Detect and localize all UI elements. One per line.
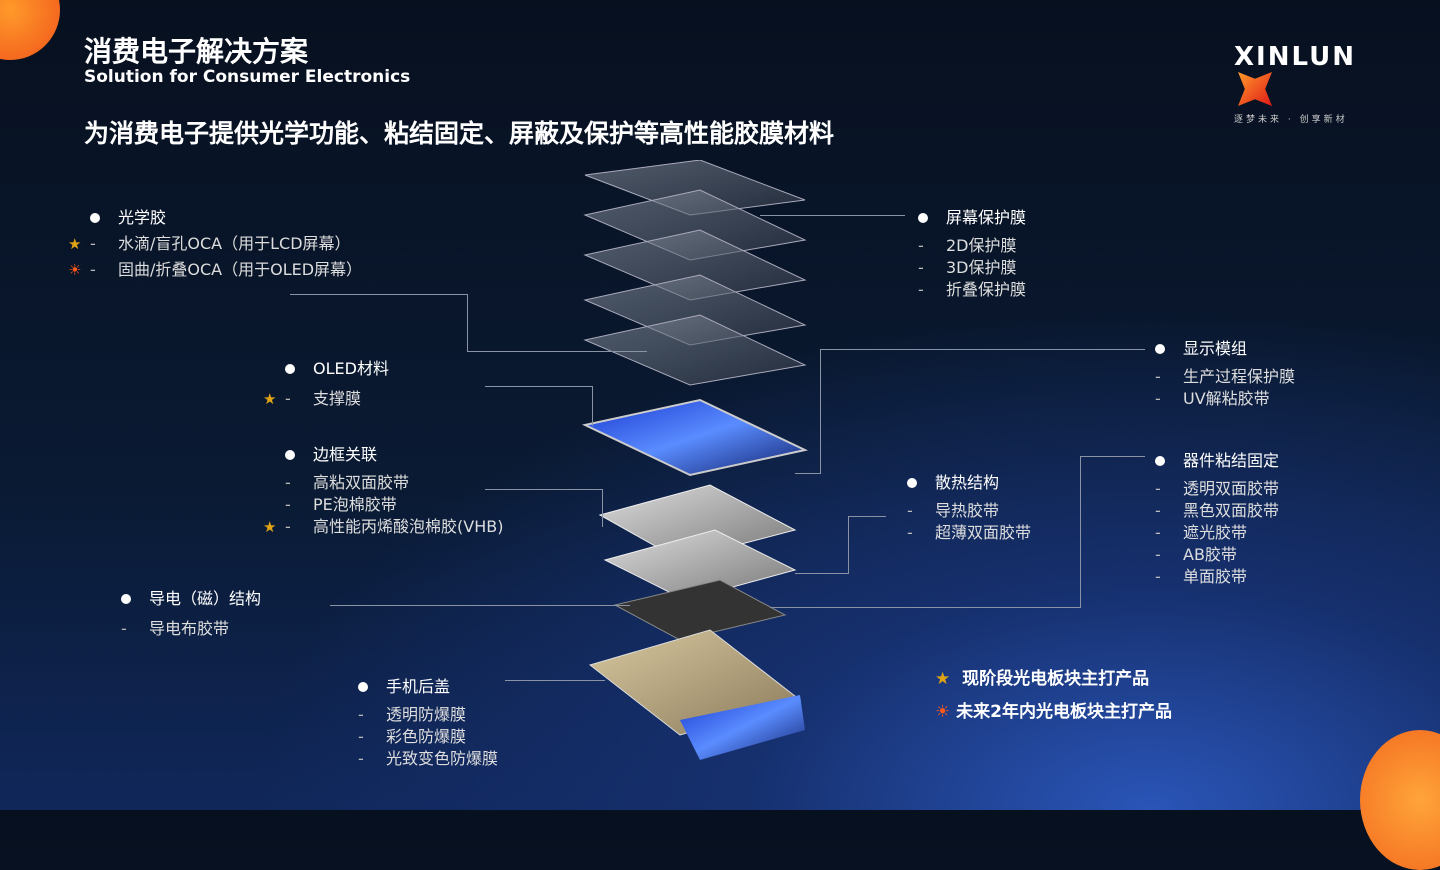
group-title: 屏幕保护膜: [918, 207, 1026, 229]
logo-mark-icon: [1238, 72, 1272, 106]
list-item: UV解粘胶带: [1183, 389, 1270, 408]
group-conductive: 导电（磁）结构 导电布胶带: [121, 588, 261, 640]
corner-decoration: [1360, 730, 1440, 870]
list-item: 折叠保护膜: [946, 280, 1027, 299]
list-item: 单面胶带: [1183, 567, 1248, 586]
film-layers: [583, 160, 807, 386]
page-subtitle: Solution for Consumer Electronics: [84, 67, 411, 87]
list-item: 彩色防爆膜: [386, 727, 467, 746]
list-item: 2D保护膜: [946, 236, 1017, 255]
connector-line: [795, 473, 821, 474]
corner-decoration: [0, 0, 60, 60]
connector-line: [485, 386, 593, 387]
legend-current: ★ 现阶段光电板块主打产品: [935, 664, 1149, 689]
frame-layer: [598, 484, 797, 561]
group-back-cover: 手机后盖 透明防爆膜 彩色防爆膜 光致变色防爆膜: [358, 676, 498, 770]
group-oled-material: OLED材料 ★ 支撑膜: [263, 358, 389, 410]
list-item: 3D保护膜: [946, 258, 1017, 277]
group-display-module: 显示模组 生产过程保护膜 UV解粘胶带: [1155, 338, 1295, 410]
list-item: AB胶带: [1183, 545, 1237, 564]
headline: 为消费电子提供光学功能、粘结固定、屏蔽及保护等高性能胶膜材料: [84, 119, 835, 148]
group-title: 导电（磁）结构: [121, 588, 261, 610]
group-title: 边框关联: [285, 444, 503, 466]
list-item: 透明防爆膜: [386, 705, 467, 724]
group-title: OLED材料: [285, 358, 389, 380]
list-item: 导热胶带: [935, 501, 1000, 520]
board-layer: [613, 579, 787, 641]
group-component-bonding: 器件粘结固定 透明双面胶带 黑色双面胶带 遮光胶带 AB胶带 单面胶带: [1155, 450, 1279, 588]
midframe-layer: [603, 529, 797, 601]
connector-line: [770, 607, 1081, 608]
connector-line: [848, 516, 849, 573]
list-item: 超薄双面胶带: [935, 523, 1032, 542]
list-item: 生产过程保护膜: [1183, 367, 1296, 386]
sun-icon: ☀: [935, 702, 951, 722]
connector-line: [848, 516, 886, 517]
star-icon: ★: [68, 235, 82, 253]
connector-line: [820, 349, 1145, 350]
connector-line: [820, 349, 821, 473]
connector-line: [467, 294, 468, 352]
legend-future: ☀ 未来2年内光电板块主打产品: [935, 697, 1172, 722]
list-item: 高性能丙烯酸泡棉胶(VHB): [313, 517, 504, 536]
connector-line: [505, 680, 605, 681]
list-item: 透明双面胶带: [1183, 479, 1280, 498]
connector-line: [290, 294, 468, 295]
display-panel: [581, 398, 809, 477]
legend-label: 现阶段光电板块主打产品: [962, 669, 1150, 689]
list-item: 高粘双面胶带: [313, 473, 410, 492]
connector-line: [795, 573, 849, 574]
legend-label: 未来2年内光电板块主打产品: [956, 702, 1172, 722]
connector-line: [1080, 456, 1145, 457]
group-optical-adhesive: 光学胶 ★ 水滴/盲孔OCA（用于LCD屏幕） ☀ 固曲/折叠OCA（用于OLED屏…: [68, 207, 363, 281]
phone-exploded-diagram: [581, 160, 809, 760]
list-item: 支撑膜: [313, 389, 362, 408]
list-item: 导电布胶带: [149, 619, 230, 638]
connector-line: [330, 605, 630, 606]
logo: XINLUN 逐梦未来 · 创享新材: [1234, 42, 1384, 125]
connector-line: [467, 351, 647, 352]
sun-icon: ☀: [68, 261, 82, 279]
group-title: 光学胶: [90, 207, 362, 229]
group-title: 手机后盖: [358, 676, 498, 698]
connector-line: [592, 386, 593, 426]
logo-text: XINLUN: [1234, 42, 1356, 72]
backcover-layer: [680, 695, 805, 760]
list-item: 固曲/折叠OCA（用于OLED屏幕）: [118, 260, 363, 279]
group-title: 显示模组: [1155, 338, 1295, 360]
page-title: 消费电子解决方案: [84, 35, 309, 68]
list-item: 水滴/盲孔OCA（用于LCD屏幕）: [118, 234, 351, 253]
star-icon: ★: [935, 669, 951, 689]
group-frame: 边框关联 高粘双面胶带 PE泡棉胶带 ★ 高性能丙烯酸泡棉胶(VHB): [263, 444, 504, 538]
connector-line: [760, 215, 905, 216]
group-screen-protector: 屏幕保护膜 2D保护膜 3D保护膜 折叠保护膜: [918, 207, 1026, 301]
list-item: PE泡棉胶带: [313, 495, 397, 514]
group-heat-dissipation: 散热结构 导热胶带 超薄双面胶带: [907, 472, 1031, 544]
group-title: 散热结构: [907, 472, 1031, 494]
group-title: 器件粘结固定: [1155, 450, 1279, 472]
list-item: 遮光胶带: [1183, 523, 1248, 542]
connector-line: [602, 489, 603, 527]
star-icon: ★: [263, 518, 277, 536]
logo-slogan: 逐梦未来 · 创享新材: [1234, 115, 1348, 125]
list-item: 光致变色防爆膜: [386, 749, 499, 768]
star-icon: ★: [263, 390, 277, 408]
list-item: 黑色双面胶带: [1183, 501, 1280, 520]
connector-line: [485, 489, 603, 490]
connector-line: [1080, 456, 1081, 608]
